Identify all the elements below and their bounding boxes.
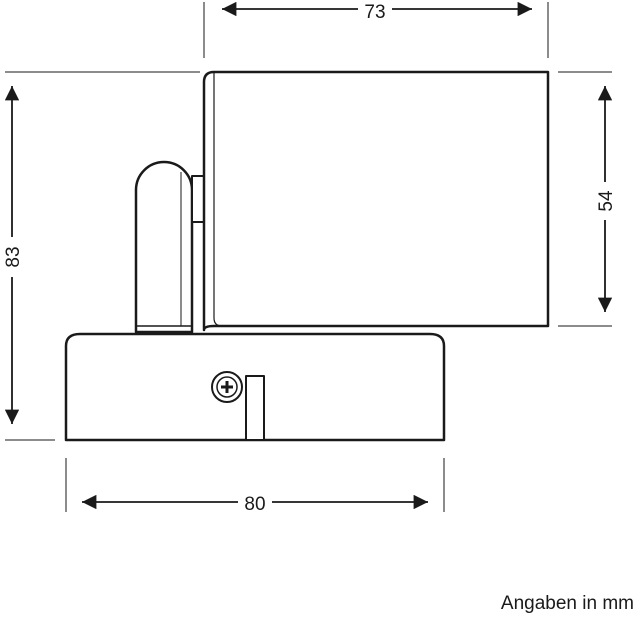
base-slot (245, 375, 265, 441)
lamp-arm (134, 160, 194, 334)
dim-label-top-width: 73 (364, 2, 385, 23)
dim-label-head-height: 54 (596, 190, 617, 212)
lamp-head (202, 70, 550, 332)
screw-icon (211, 371, 243, 403)
units-caption: Angaben in mm (500, 593, 634, 614)
dim-label-base-width: 80 (244, 494, 265, 515)
lamp-drawing (64, 70, 550, 442)
dim-label-total-height: 83 (3, 246, 24, 267)
arm-connector (191, 175, 205, 223)
lamp-base (64, 332, 446, 442)
extension-lines (5, 2, 612, 512)
